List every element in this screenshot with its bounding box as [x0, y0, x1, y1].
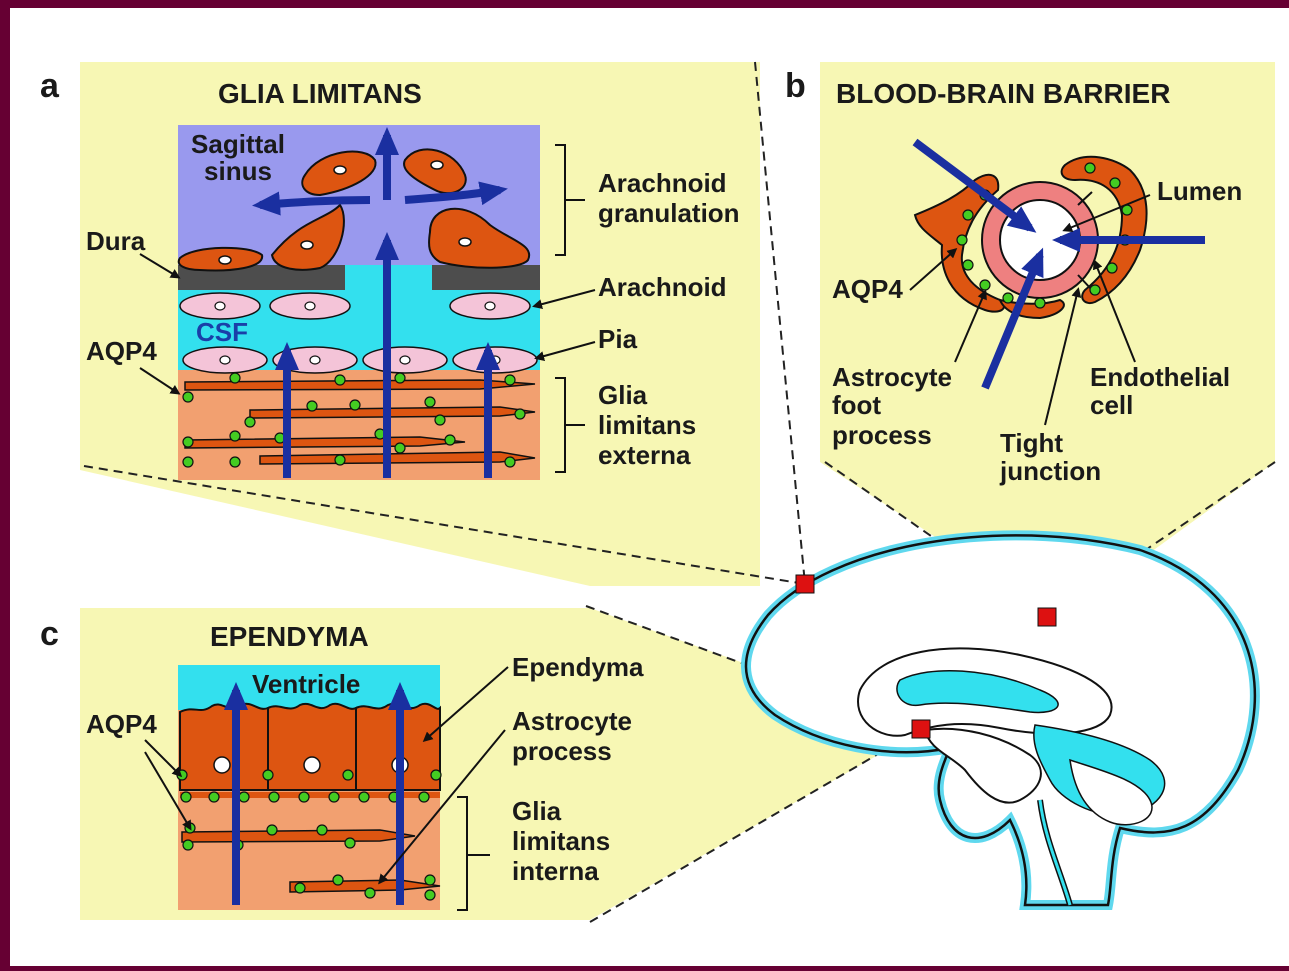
- label-astrocyte-foot-process-line2: foot: [832, 390, 881, 420]
- label-tight-junction-line1: Tight: [1000, 428, 1063, 458]
- label-glia-limitans-externa-line2: limitans: [598, 410, 696, 440]
- label-dura: Dura: [86, 226, 146, 256]
- label-lumen: Lumen: [1157, 176, 1242, 206]
- panel-b-title: BLOOD-BRAIN BARRIER: [836, 78, 1170, 109]
- label-endothelial-cell-line1: Endothelial: [1090, 362, 1230, 392]
- label-aqp4-a: AQP4: [86, 336, 157, 366]
- label-arachnoid-granulation-line2: granulation: [598, 198, 740, 228]
- marker-a: [796, 575, 814, 593]
- panel-b-letter: b: [785, 67, 806, 105]
- label-endothelial-cell-line2: cell: [1090, 390, 1133, 420]
- marker-b: [1038, 608, 1056, 626]
- label-glia-limitans-interna-line3: interna: [512, 856, 599, 886]
- label-arachnoid-granulation-line1: Arachnoid: [598, 168, 727, 198]
- label-sagittal-sinus-line2: sinus: [204, 156, 272, 186]
- label-astrocyte-process-line2: process: [512, 736, 612, 766]
- label-sagittal-sinus-line1: Sagittal: [191, 129, 285, 159]
- panel-c-letter: c: [40, 615, 59, 653]
- label-glia-limitans-externa-line3: externa: [598, 440, 691, 470]
- label-aqp4-b: AQP4: [832, 274, 903, 304]
- label-arachnoid: Arachnoid: [598, 272, 727, 302]
- label-aqp4-c: AQP4: [86, 709, 157, 739]
- panel-c-title: EPENDYMA: [210, 621, 369, 652]
- panel-a-letter: a: [40, 67, 60, 105]
- marker-c: [912, 720, 930, 738]
- label-ependyma: Ependyma: [512, 652, 644, 682]
- label-csf: CSF: [196, 317, 248, 347]
- label-glia-limitans-interna-line2: limitans: [512, 826, 610, 856]
- label-pia: Pia: [598, 324, 638, 354]
- label-astrocyte-foot-process-line1: Astrocyte: [832, 362, 952, 392]
- label-astrocyte-process-line1: Astrocyte: [512, 706, 632, 736]
- label-glia-limitans-externa-line1: Glia: [598, 380, 648, 410]
- label-tight-junction-line2: junction: [999, 456, 1101, 486]
- label-glia-limitans-interna-line1: Glia: [512, 796, 562, 826]
- panel-a-title: GLIA LIMITANS: [218, 78, 422, 109]
- label-ventricle: Ventricle: [252, 669, 360, 699]
- label-astrocyte-foot-process-line3: process: [832, 420, 932, 450]
